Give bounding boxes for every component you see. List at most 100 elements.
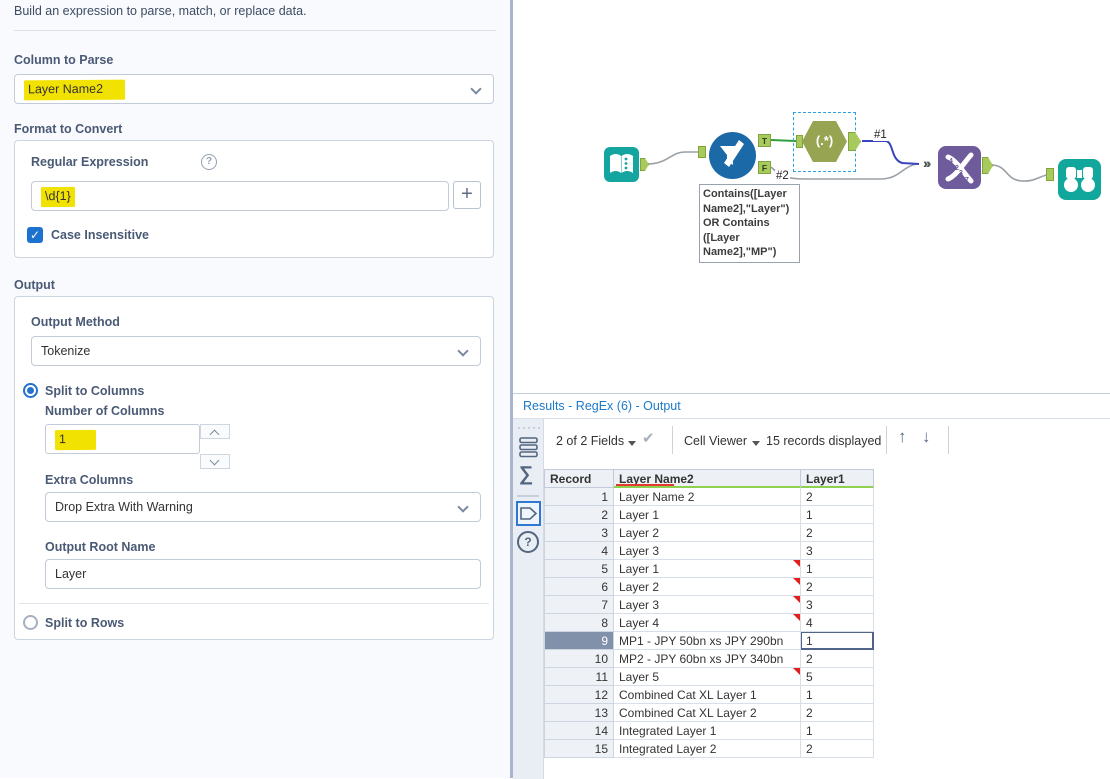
browse-tool[interactable] xyxy=(1058,159,1101,200)
input-anchor[interactable] xyxy=(1046,168,1054,181)
spin-up-button[interactable] xyxy=(200,424,230,439)
data-view-tab-selected[interactable] xyxy=(516,501,541,526)
record-number-cell[interactable]: 15 xyxy=(545,740,614,758)
column-to-parse-select[interactable]: Layer Name2 xyxy=(14,74,494,104)
case-insensitive-checkbox[interactable]: ✓ xyxy=(27,227,43,243)
record-number-cell[interactable]: 8 xyxy=(545,614,614,632)
regular-expression-label: Regular Expression xyxy=(31,155,148,169)
split-to-columns-label: Split to Columns xyxy=(45,384,144,398)
split-to-rows-radio[interactable] xyxy=(23,615,38,630)
layer1-cell[interactable]: 2 xyxy=(801,740,874,758)
layer1-cell[interactable]: 1 xyxy=(801,560,874,578)
filter-tool[interactable] xyxy=(709,132,756,179)
layer-name2-cell[interactable]: MP2 - JPY 60bn xs JPY 340bn xyxy=(614,650,801,668)
layer-name2-cell[interactable]: Layer 2 xyxy=(614,524,801,542)
layer1-cell[interactable]: 2 xyxy=(801,650,874,668)
col-record[interactable]: Record xyxy=(545,470,614,488)
layer-name2-cell[interactable]: Layer 3 xyxy=(614,596,801,614)
apply-check-icon[interactable]: ✔ xyxy=(642,429,655,447)
svg-text:3: 3 xyxy=(959,170,963,177)
layer-name2-cell[interactable]: Layer 2 xyxy=(614,578,801,596)
table-row: 3 Layer 2 2 xyxy=(545,524,874,542)
layer-name2-cell[interactable]: Layer 1 xyxy=(614,560,801,578)
config-grid-icon[interactable] xyxy=(518,436,540,458)
output-root-name-value: Layer xyxy=(55,567,86,581)
dropdown-caret-icon[interactable] xyxy=(628,441,636,446)
true-anchor[interactable]: T xyxy=(758,134,771,147)
metadata-icon[interactable]: ∑ xyxy=(519,463,533,486)
layer1-cell[interactable]: 3 xyxy=(801,542,874,560)
record-number-cell[interactable]: 10 xyxy=(545,650,614,668)
record-number-cell[interactable]: 2 xyxy=(545,506,614,524)
record-number-cell[interactable]: 9 xyxy=(545,632,614,650)
layer-name2-cell[interactable]: Layer 4 xyxy=(614,614,801,632)
input-anchor[interactable] xyxy=(698,146,706,158)
layer-name2-cell[interactable]: Integrated Layer 2 xyxy=(614,740,801,758)
add-expression-button[interactable]: + xyxy=(453,181,481,209)
layer-name2-cell[interactable]: Combined Cat XL Layer 2 xyxy=(614,704,801,722)
layer1-cell[interactable]: 2 xyxy=(801,578,874,596)
fields-dropdown[interactable]: 2 of 2 Fields xyxy=(556,434,624,448)
record-number-cell[interactable]: 1 xyxy=(545,488,614,506)
record-number-cell[interactable]: 14 xyxy=(545,722,614,740)
record-number-cell[interactable]: 11 xyxy=(545,668,614,686)
record-number-cell[interactable]: 7 xyxy=(545,596,614,614)
col-layer-name2[interactable]: Layer Name2 xyxy=(614,470,801,488)
split-to-columns-radio[interactable] xyxy=(23,383,38,398)
record-number-cell[interactable]: 6 xyxy=(545,578,614,596)
layer1-cell[interactable]: 1 xyxy=(801,722,874,740)
record-number-cell[interactable]: 13 xyxy=(545,704,614,722)
extra-columns-select[interactable]: Drop Extra With Warning xyxy=(45,492,481,522)
layer-name2-cell[interactable]: Layer 1 xyxy=(614,506,801,524)
filter-annotation[interactable]: Contains([Layer Name2],"Layer") OR Conta… xyxy=(699,184,800,263)
output-group: Output Method Tokenize Split to Columns … xyxy=(14,296,494,640)
layer-name2-cell[interactable]: Layer Name 2 xyxy=(614,488,801,506)
input-data-tool[interactable] xyxy=(604,147,639,182)
spin-down-button[interactable] xyxy=(200,454,230,469)
dropdown-caret-icon[interactable] xyxy=(752,441,760,446)
table-row: 13 Combined Cat XL Layer 2 2 xyxy=(545,704,874,722)
record-number-cell[interactable]: 12 xyxy=(545,686,614,704)
record-number-cell[interactable]: 3 xyxy=(545,524,614,542)
record-number-cell[interactable]: 5 xyxy=(545,560,614,578)
output-root-name-input[interactable]: Layer xyxy=(45,559,481,589)
help-icon[interactable]: ? xyxy=(201,154,217,170)
divider xyxy=(672,426,673,454)
table-row: 11 Layer 5 5 xyxy=(545,668,874,686)
help-tab-icon[interactable]: ? xyxy=(517,531,539,553)
number-of-columns-input[interactable]: 1 xyxy=(45,424,200,454)
warning-corner-icon xyxy=(793,668,800,675)
scroll-up-icon[interactable]: ↑ xyxy=(898,427,907,447)
layer1-cell[interactable]: 2 xyxy=(801,488,874,506)
workflow-canvas[interactable]: T F (.*) #1 #2 Contains([Layer Name2],"L… xyxy=(513,0,1110,393)
layer1-cell[interactable]: 5 xyxy=(801,668,874,686)
regex-glyph: (.*) xyxy=(801,133,848,148)
false-anchor[interactable]: F xyxy=(758,161,771,174)
multi-input-anchor[interactable]: » xyxy=(923,155,931,171)
layer1-cell[interactable]: 2 xyxy=(801,704,874,722)
scroll-down-icon[interactable]: ↓ xyxy=(922,427,931,447)
layer1-cell[interactable]: 1 xyxy=(801,506,874,524)
col-layer1[interactable]: Layer1 xyxy=(801,470,874,488)
output-root-name-label: Output Root Name xyxy=(45,540,155,554)
layer1-cell[interactable]: 2 xyxy=(801,524,874,542)
connection-1-label: #1 xyxy=(873,129,888,141)
layer-name2-cell[interactable]: Integrated Layer 1 xyxy=(614,722,801,740)
layer-name2-cell[interactable]: Combined Cat XL Layer 1 xyxy=(614,686,801,704)
layer1-cell[interactable]: 3 xyxy=(801,596,874,614)
table-row: 9 MP1 - JPY 50bn xs JPY 290bn 1 xyxy=(545,632,874,650)
layer-name2-cell[interactable]: Layer 5 xyxy=(614,668,801,686)
layer1-cell[interactable]: 4 xyxy=(801,614,874,632)
output-method-select[interactable]: Tokenize xyxy=(31,336,481,366)
regex-input[interactable]: \d{1} xyxy=(31,181,449,211)
table-row: 6 Layer 2 2 xyxy=(545,578,874,596)
layer1-cell[interactable]: 1 xyxy=(801,686,874,704)
regex-tool[interactable]: (.*) xyxy=(801,118,848,165)
grip-icon[interactable]: ····· xyxy=(517,420,542,434)
record-number-cell[interactable]: 4 xyxy=(545,542,614,560)
layer1-cell[interactable]: 1 xyxy=(801,632,874,650)
union-tool[interactable]: 4 2 3 7 xyxy=(938,146,981,189)
layer-name2-cell[interactable]: MP1 - JPY 50bn xs JPY 290bn xyxy=(614,632,801,650)
cell-viewer-dropdown[interactable]: Cell Viewer xyxy=(684,434,747,448)
layer-name2-cell[interactable]: Layer 3 xyxy=(614,542,801,560)
